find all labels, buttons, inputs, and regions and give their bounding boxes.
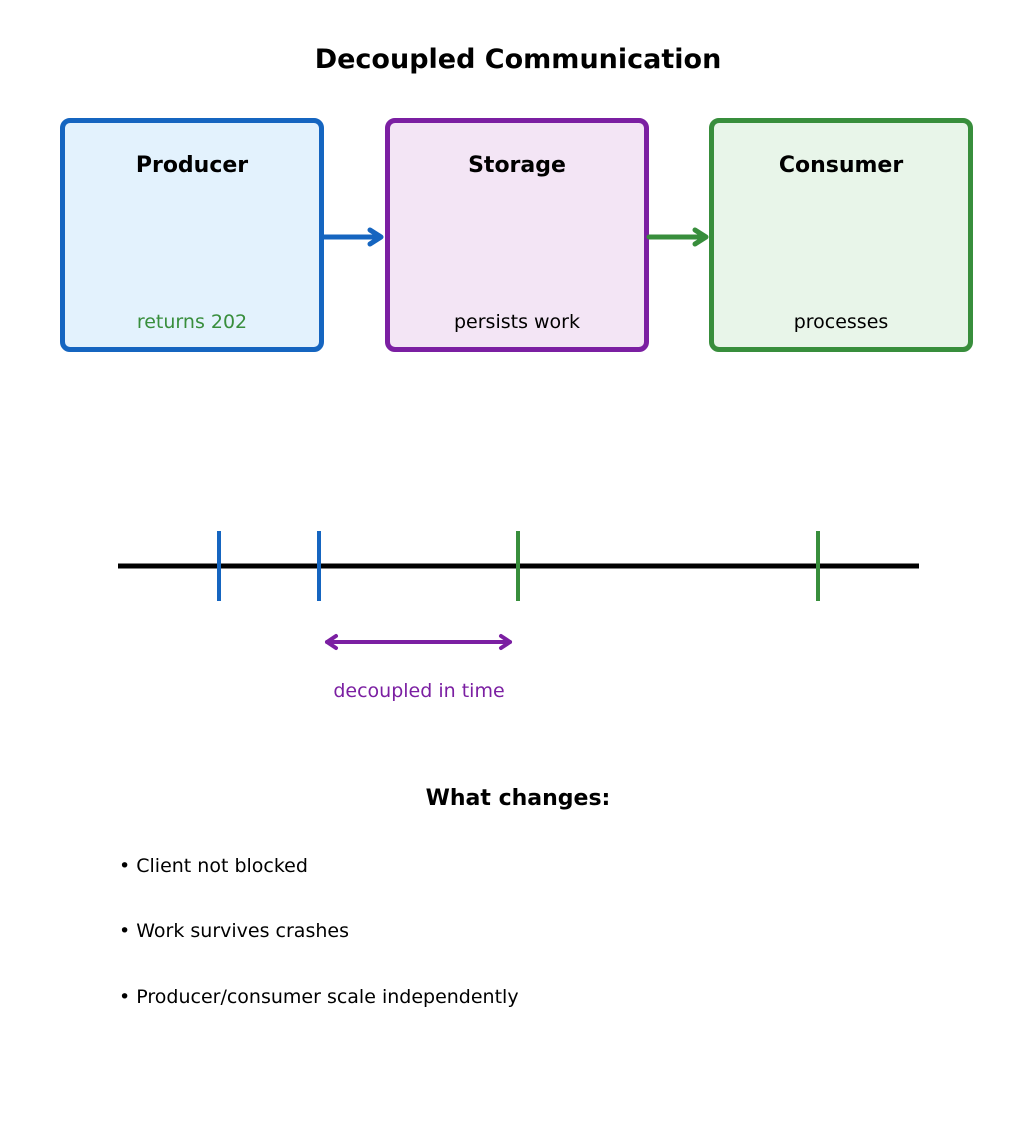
consumer-title: Consumer [778, 153, 904, 178]
arrow-producer-to-storage [321, 227, 384, 247]
storage-subtitle: persists work [453, 311, 580, 333]
diagram-title: Decoupled Communication [314, 44, 722, 75]
producer-box: Producer returns 202 [60, 118, 324, 352]
producer-subtitle: returns 202 [136, 311, 248, 333]
consumer-subtitle: processes [793, 311, 889, 333]
change-item: • Client not blocked [119, 855, 308, 877]
decoupled-span-arrow [325, 634, 512, 650]
decoupled-label: decoupled in time [333, 680, 505, 702]
storage-box: Storage persists work [385, 118, 649, 352]
change-item: • Producer/consumer scale independently [119, 986, 519, 1008]
change-item: • Work survives crashes [119, 920, 349, 942]
producer-title: Producer [135, 153, 249, 178]
consumer-box: Consumer processes [709, 118, 973, 352]
arrow-storage-to-consumer [646, 227, 709, 247]
changes-title: What changes: [425, 786, 611, 811]
storage-title: Storage [468, 153, 566, 178]
